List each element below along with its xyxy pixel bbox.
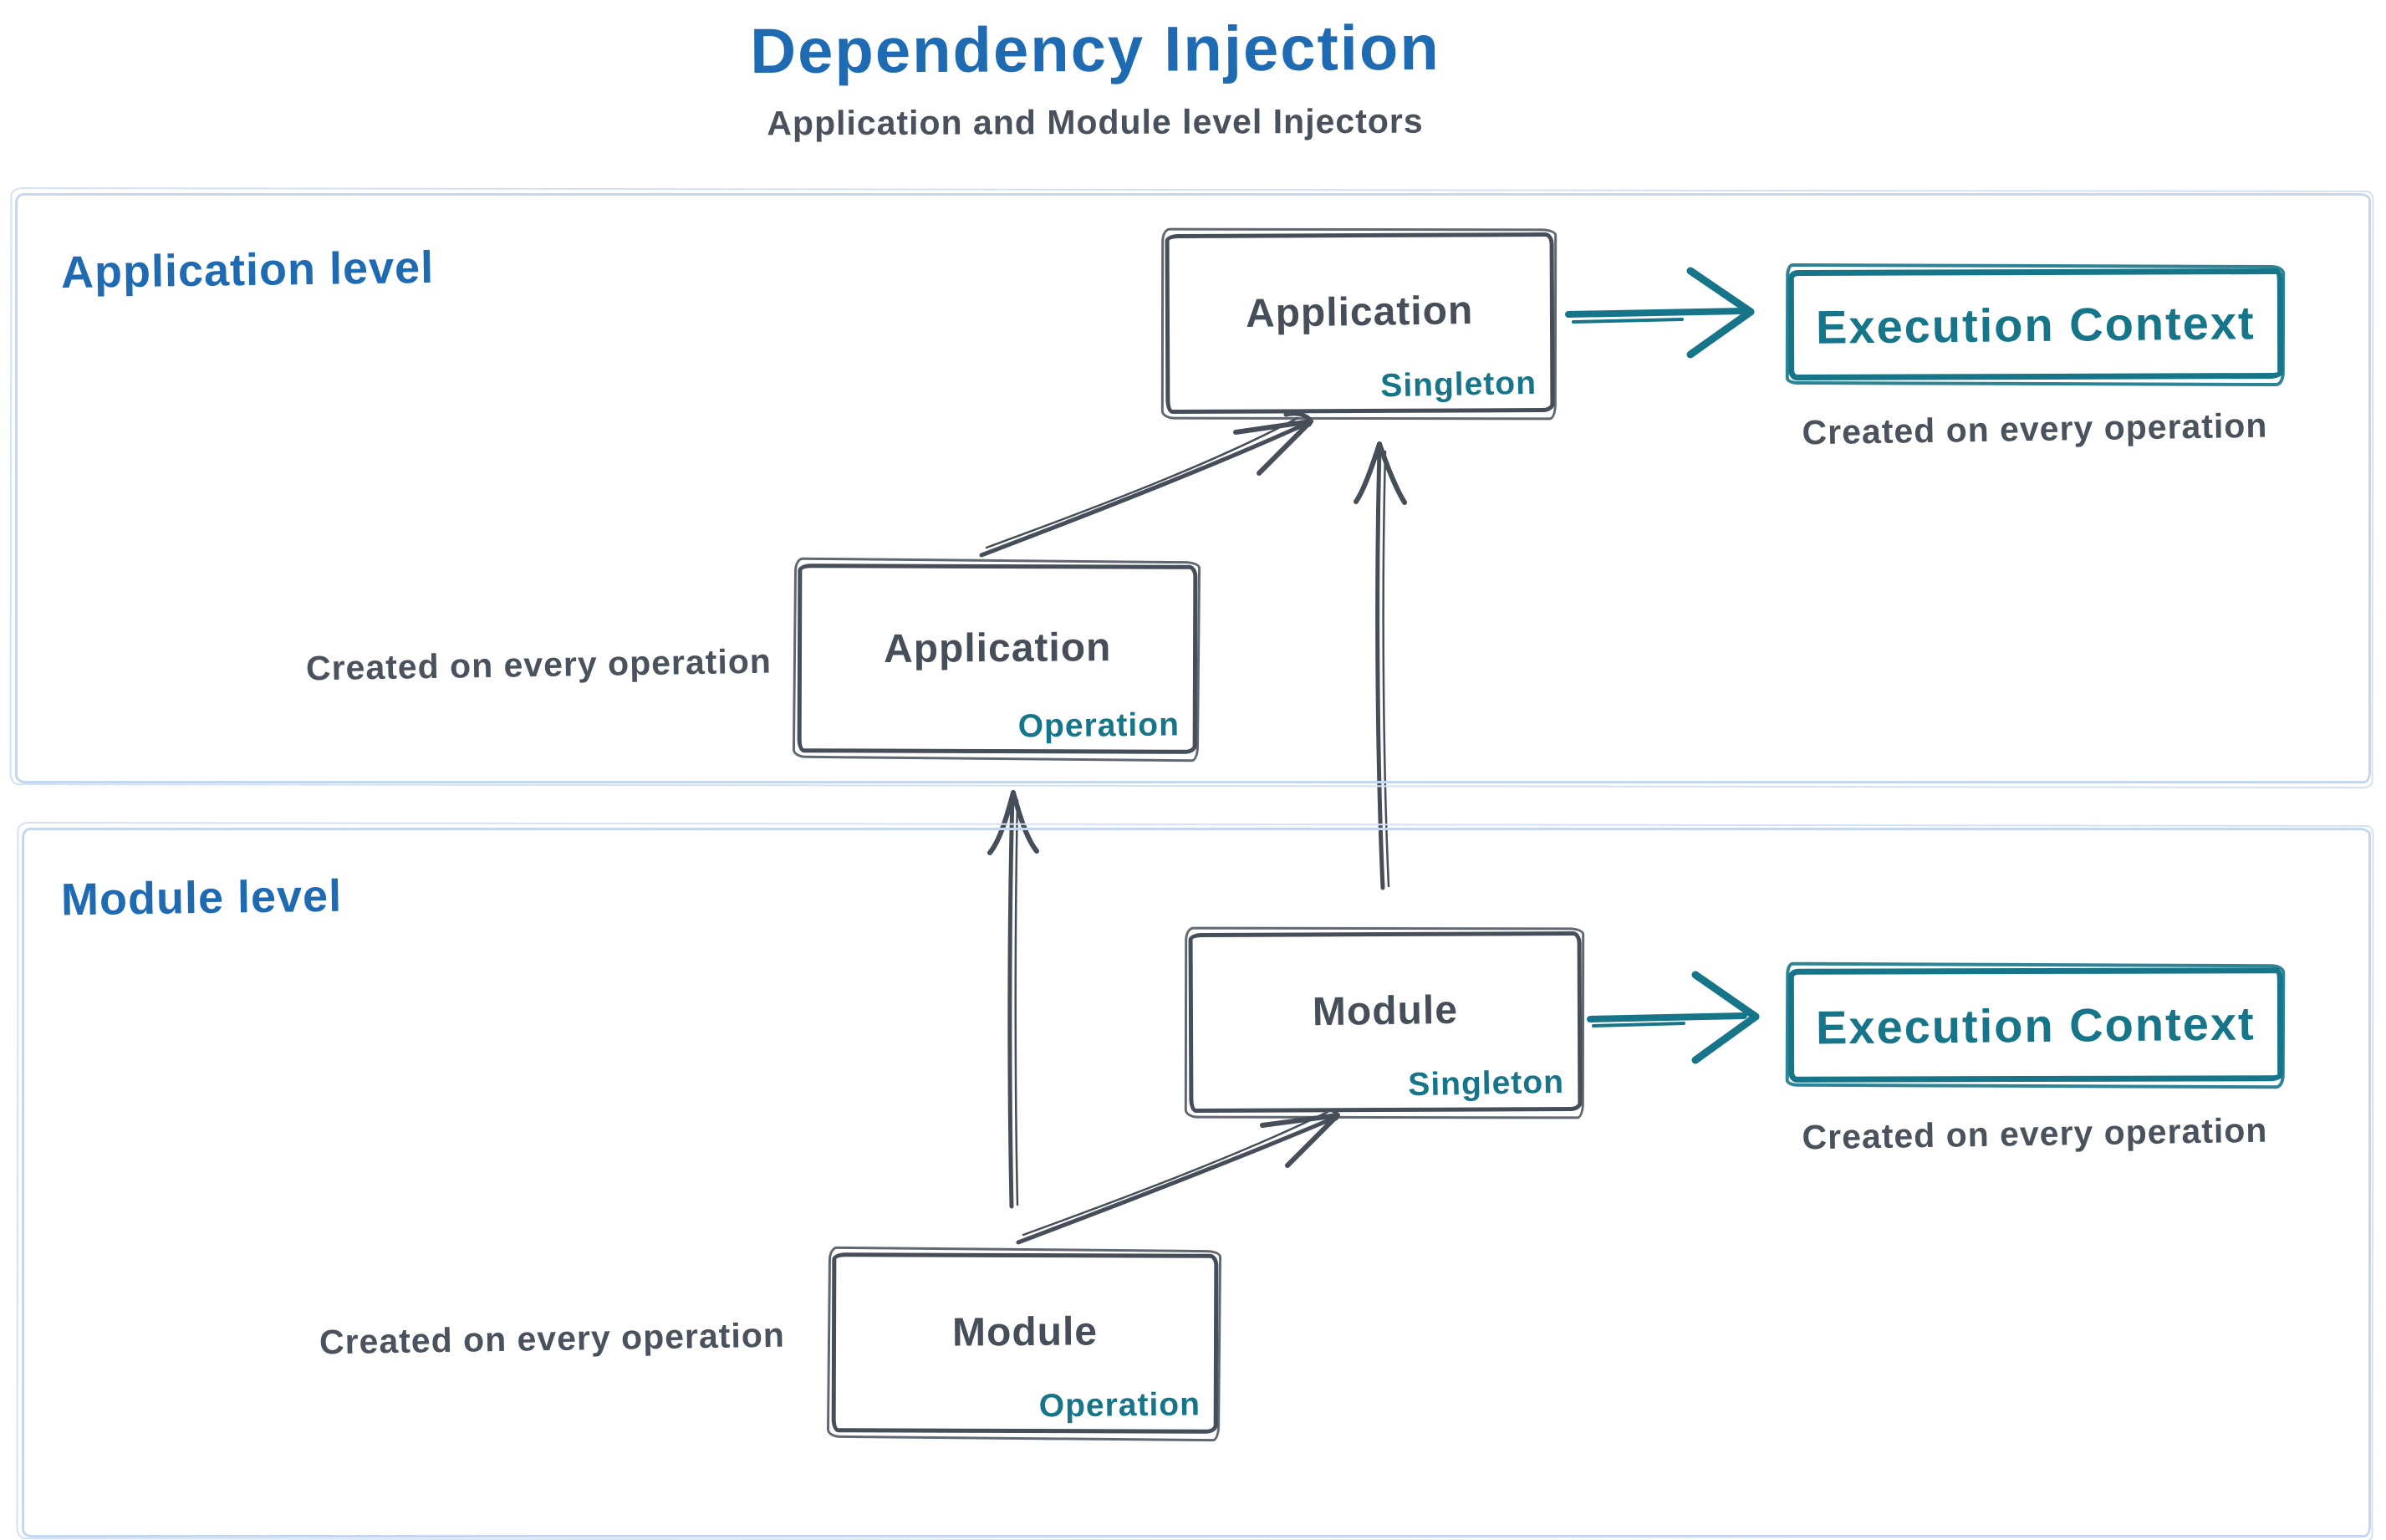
module-operation-title: Module (951, 1309, 1099, 1355)
module-operation-scope: Operation (1038, 1386, 1201, 1425)
application-singleton-scope: Singleton (1380, 365, 1537, 405)
module-operation-box: Module Operation (831, 1252, 1219, 1434)
module-operation-caption: Created on every operation (319, 1315, 786, 1362)
application-execution-context-title: Execution Context (1815, 295, 2256, 354)
module-singleton-box: Module Singleton (1188, 931, 1583, 1114)
application-level-container: Application level Application Singleton … (15, 193, 2371, 783)
application-level-label: Application level (60, 242, 435, 298)
application-operation-scope: Operation (1017, 706, 1180, 745)
module-execution-context-box: Execution Context (1787, 967, 2284, 1083)
module-execution-context-caption: Created on every operation (1802, 1110, 2268, 1157)
application-execution-context-caption: Created on every operation (1802, 405, 2268, 452)
module-level-label: Module level (60, 870, 343, 926)
module-singleton-title: Module (1312, 987, 1459, 1035)
page-title: Dependency Injection (750, 12, 1440, 88)
application-operation-caption: Created on every operation (305, 641, 772, 688)
application-operation-title: Application (883, 625, 1112, 671)
application-operation-box: Application Operation (797, 563, 1198, 754)
module-level-container: Module level Module Singleton Execution … (22, 828, 2371, 1537)
module-execution-context-title: Execution Context (1815, 996, 2256, 1054)
diagram-header: Dependency Injection Application and Mod… (0, 12, 2190, 143)
module-singleton-scope: Singleton (1408, 1063, 1565, 1104)
application-execution-context-box: Execution Context (1787, 268, 2284, 381)
application-singleton-title: Application (1245, 288, 1474, 337)
application-singleton-box: Application Singleton (1165, 232, 1555, 415)
page-subtitle: Application and Module level Injectors (767, 101, 1424, 143)
